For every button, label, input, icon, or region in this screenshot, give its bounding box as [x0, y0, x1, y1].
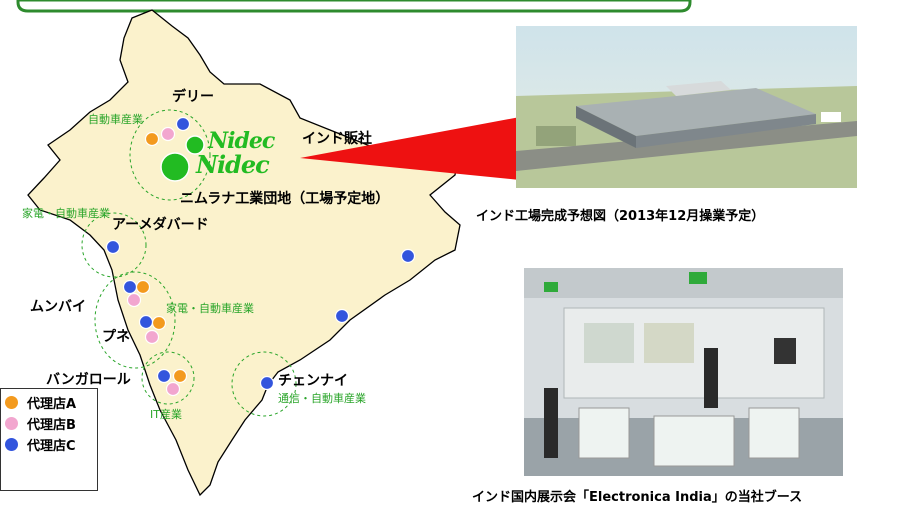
- cluster-ahmedabad: [81, 212, 147, 278]
- agent-dot: [144, 131, 160, 147]
- legend-label: 代理店C: [27, 439, 76, 454]
- industry-chennai: 通信・自動車産業: [278, 392, 366, 405]
- nidec-factory-site: [160, 152, 190, 182]
- legend-item-a: 代理店A: [5, 393, 76, 413]
- agent-dot: [156, 368, 172, 384]
- cluster-bangalore: [141, 351, 195, 405]
- cluster-chennai: [231, 351, 297, 417]
- factory-rendering-image: [516, 26, 857, 188]
- industry-ahmedabad: 家電・自動車産業: [22, 207, 110, 220]
- callout-arrow: [300, 117, 520, 180]
- industry-delhi: 自動車産業: [88, 113, 143, 126]
- city-mumbai: ムンバイ: [30, 299, 86, 315]
- site-sales-office: インド販社: [302, 131, 372, 147]
- cluster-delhi: [129, 109, 211, 201]
- expo-booth-image: [524, 268, 843, 476]
- nidec-logo: Nidec: [196, 150, 270, 179]
- cluster-mumbai-pune: [94, 271, 176, 369]
- factory-caption: インド工場完成予想図（2013年12月操業予定）: [476, 209, 765, 224]
- nidec-logo: Nidec: [208, 128, 275, 154]
- site-neemrana: ニムラナ工業団地（工場予定地）: [180, 191, 390, 207]
- legend-item-c: 代理店C: [5, 435, 76, 455]
- industry-bangalore: IT産業: [150, 408, 182, 421]
- legend-label: 代理店B: [27, 418, 76, 433]
- agent-dot: [172, 368, 188, 384]
- city-ahmedabad: アーメダバード: [112, 217, 209, 233]
- agent-dot: [105, 239, 121, 255]
- agent-dot: [259, 375, 275, 391]
- agent-dot: [165, 381, 181, 397]
- legend-dot: [5, 417, 18, 430]
- city-pune: プネ: [102, 329, 130, 345]
- agent-dot: [144, 329, 160, 345]
- agent-dot: [160, 126, 176, 142]
- expo-caption: インド国内展示会「Electronica India」の当社ブース: [472, 490, 803, 505]
- agent-dot: [400, 248, 416, 264]
- industry-mumbai-pune: 家電・自動車産業: [166, 302, 254, 315]
- legend-label: 代理店A: [27, 397, 77, 412]
- agent-dot: [151, 315, 167, 331]
- legend-dot: [5, 438, 18, 451]
- city-delhi: デリー: [172, 89, 214, 105]
- agent-dot: [122, 279, 138, 295]
- nidec-sales-site: [185, 135, 205, 155]
- agent-dot: [126, 292, 142, 308]
- agent-dot: [334, 308, 350, 324]
- agent-dot: [135, 279, 151, 295]
- agent-dot: [138, 314, 154, 330]
- agent-dot: [175, 116, 191, 132]
- header-bar: [16, 0, 692, 13]
- city-chennai: チェンナイ: [278, 373, 348, 389]
- legend-item-b: 代理店B: [5, 414, 76, 434]
- city-bangalore: バンガロール: [46, 372, 131, 388]
- legend-dot: [5, 396, 18, 409]
- legend: 代理店A 代理店B 代理店C: [0, 388, 98, 491]
